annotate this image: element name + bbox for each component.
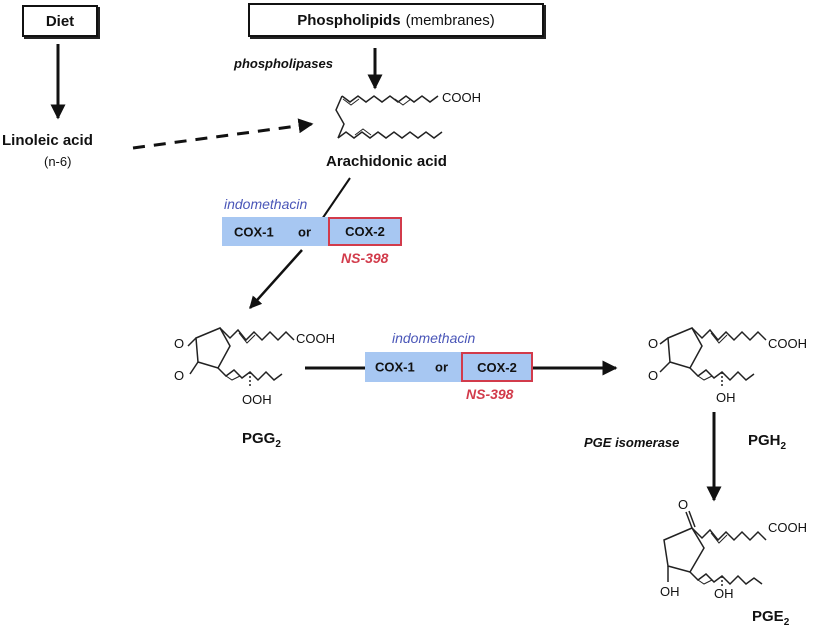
linoleic-dashed-arrow xyxy=(132,118,314,150)
pgh2-label: PGH2 xyxy=(748,432,786,452)
pgg2-ooh-label: OOH xyxy=(242,392,272,407)
pgh2-cooh-label: COOH xyxy=(768,336,807,351)
pge2-name: PGE xyxy=(752,608,784,625)
cox-to-pgg2-arrow xyxy=(249,249,303,309)
pge2-sub: 2 xyxy=(783,617,790,628)
indomethacin-mid-label: indomethacin xyxy=(392,330,476,346)
cox1-mid-label: COX-1 xyxy=(375,359,415,375)
pge2-oh1-label: OH xyxy=(660,584,680,599)
pgh2-o-bottom: O xyxy=(648,368,659,383)
pgh2-sub: 2 xyxy=(780,441,787,452)
pgh2-o-top: O xyxy=(648,336,659,351)
cox2-mid-label: COX-2 xyxy=(477,359,517,375)
pgh2-name: PGH xyxy=(748,432,781,449)
pgh2-oh-label: OH xyxy=(716,390,736,405)
cox1-top-label: COX-1 xyxy=(234,224,274,239)
arachidonic-acid-label: Arachidonic acid xyxy=(326,153,447,170)
pgg2-sub: 2 xyxy=(275,439,281,450)
arachidonic-cooh-label: COOH xyxy=(442,90,481,105)
pgg2-o-top: O xyxy=(174,336,185,351)
diet-label: Diet xyxy=(45,12,75,30)
arachidonic-link-line xyxy=(319,177,351,223)
ns398-mid-label: NS-398 xyxy=(466,386,514,402)
linoleic-acid-label: Linoleic acid xyxy=(2,132,93,149)
pgg2-name: PGG xyxy=(242,430,276,447)
cox2-top-box: COX-2 xyxy=(328,217,402,246)
cox-bar-top: COX-1 or COX-2 xyxy=(222,217,402,246)
cox-bar-mid: COX-1 or COX-2 xyxy=(365,352,533,382)
pgg2-structure xyxy=(187,327,295,388)
n6-label: (n-6) xyxy=(44,154,72,169)
membranes-label: (membranes) xyxy=(405,11,495,29)
cox2-top-label: COX-2 xyxy=(345,224,385,239)
pgg2-label: PGG2 xyxy=(242,430,281,450)
pge-isomerase-label: PGE isomerase xyxy=(584,435,680,450)
diet-box: Diet xyxy=(22,5,98,37)
pge2-cooh-label: COOH xyxy=(768,520,807,535)
pge2-o-label: O xyxy=(678,497,689,512)
ns398-top-label: NS-398 xyxy=(341,250,389,266)
pge2-label: PGE2 xyxy=(752,608,789,628)
pgg2-cooh-label: COOH xyxy=(296,331,335,346)
arachidonic-structure xyxy=(335,95,443,139)
phospholipases-label: phospholipases xyxy=(234,56,333,71)
pge2-oh2-label: OH xyxy=(714,586,734,601)
pge2-structure xyxy=(663,510,767,588)
or-top-label: or xyxy=(298,224,311,239)
pgh2-structure xyxy=(659,327,767,388)
pgg2-o-bottom: O xyxy=(174,368,185,383)
or-mid-label: or xyxy=(435,359,448,375)
indomethacin-top-label: indomethacin xyxy=(224,196,308,212)
phospholipids-box: Phospholipids (membranes) xyxy=(248,3,544,37)
phospholipids-label: Phospholipids xyxy=(297,11,401,29)
cox2-mid-box: COX-2 xyxy=(461,352,533,382)
